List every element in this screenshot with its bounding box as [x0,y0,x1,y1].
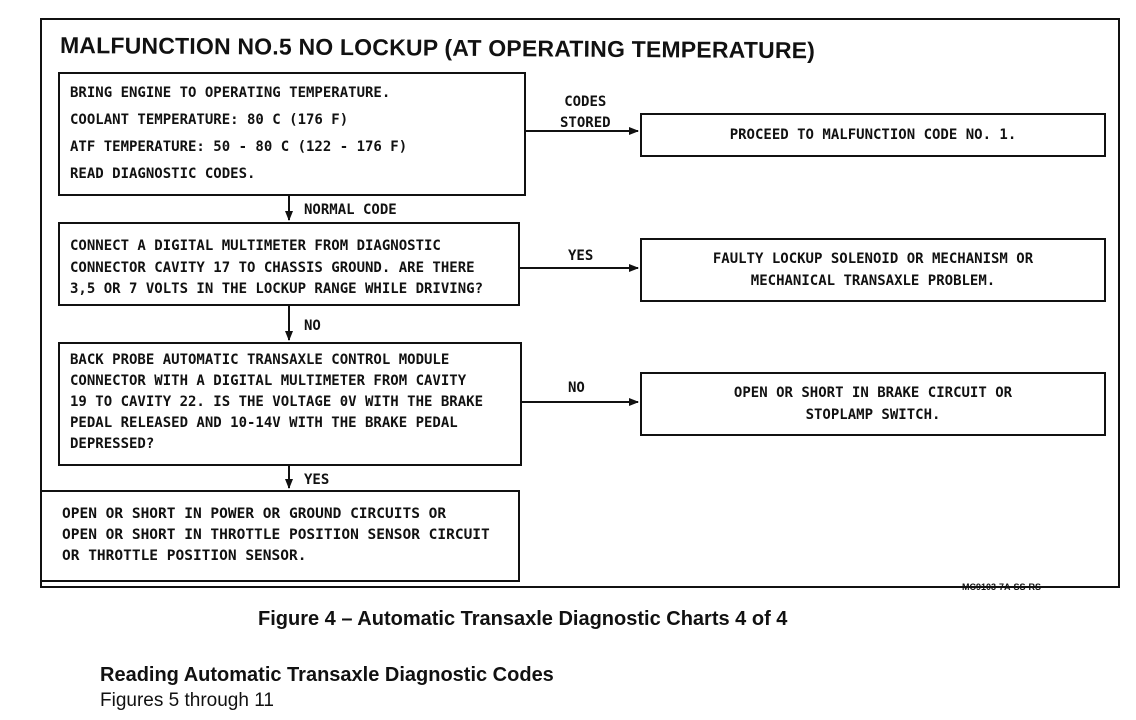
result-1-line: PROCEED TO MALFUNCTION CODE NO. 1. [729,127,1017,143]
label-yes-1: YES [568,248,594,264]
step-1-line: ATF TEMPERATURE: 50 - 80 C (122 - 176 F) [70,139,408,155]
result-3-line: STOPLAMP SWITCH. [805,407,941,423]
result-box-3: OPEN OR SHORT IN BRAKE CIRCUIT OR STOPLA… [640,372,1106,436]
step-1-line: BRING ENGINE TO OPERATING TEMPERATURE. [70,85,391,101]
step-2-line: 3,5 OR 7 VOLTS IN THE LOCKUP RANGE WHILE… [70,281,484,297]
section-subheading: Figures 5 through 11 [100,690,274,711]
step-3-line: BACK PROBE AUTOMATIC TRANSAXLE CONTROL M… [70,352,450,368]
step-1-line: READ DIAGNOSTIC CODES. [70,166,256,182]
label-normal-code: NORMAL CODE [304,202,397,218]
label-no-1: NO [304,318,321,334]
step-2-line: CONNECT A DIGITAL MULTIMETER FROM DIAGNO… [70,238,441,254]
step-3-line: CONNECTOR WITH A DIGITAL MULTIMETER FROM… [70,373,467,389]
result-box-1: PROCEED TO MALFUNCTION CODE NO. 1. [640,113,1106,157]
step-3-line: 19 TO CAVITY 22. IS THE VOLTAGE 0V WITH … [70,394,484,410]
label-codes-stored-line: CODES [564,94,607,110]
step-box-1: BRING ENGINE TO OPERATING TEMPERATURE. C… [58,72,526,196]
figure-caption: Figure 4 – Automatic Transaxle Diagnosti… [258,608,788,630]
figure-code: MC9103-7A-SS-RS [962,582,1042,592]
step-box-2: CONNECT A DIGITAL MULTIMETER FROM DIAGNO… [58,222,520,306]
section-heading: Reading Automatic Transaxle Diagnostic C… [100,664,554,686]
step-1-line: COOLANT TEMPERATURE: 80 C (176 F) [70,112,349,128]
result-3-line: OPEN OR SHORT IN BRAKE CIRCUIT OR [733,385,1013,401]
label-yes-2: YES [304,472,330,488]
result-box-2: FAULTY LOCKUP SOLENOID OR MECHANISM OR M… [640,238,1106,302]
step-4-line: OPEN OR SHORT IN THROTTLE POSITION SENSO… [62,527,490,543]
flowchart-frame [40,18,1120,588]
label-no-2: NO [568,380,585,396]
step-4-line: OR THROTTLE POSITION SENSOR. [62,548,307,564]
label-codes-stored: CODES STORED [560,92,611,134]
step-2-line: CONNECTOR CAVITY 17 TO CHASSIS GROUND. A… [70,259,475,276]
label-codes-stored-line: STORED [560,115,611,131]
result-2-line: FAULTY LOCKUP SOLENOID OR MECHANISM OR [712,251,1034,267]
result-2-line: MECHANICAL TRANSAXLE PROBLEM. [750,273,996,289]
step-box-3: BACK PROBE AUTOMATIC TRANSAXLE CONTROL M… [58,342,522,466]
step-4-line: OPEN OR SHORT IN POWER OR GROUND CIRCUIT… [62,506,447,522]
step-box-4: OPEN OR SHORT IN POWER OR GROUND CIRCUIT… [40,490,520,582]
step-3-line: DEPRESSED? [70,436,155,452]
step-3-line: PEDAL RELEASED AND 10-14V WITH THE BRAKE… [70,415,458,431]
